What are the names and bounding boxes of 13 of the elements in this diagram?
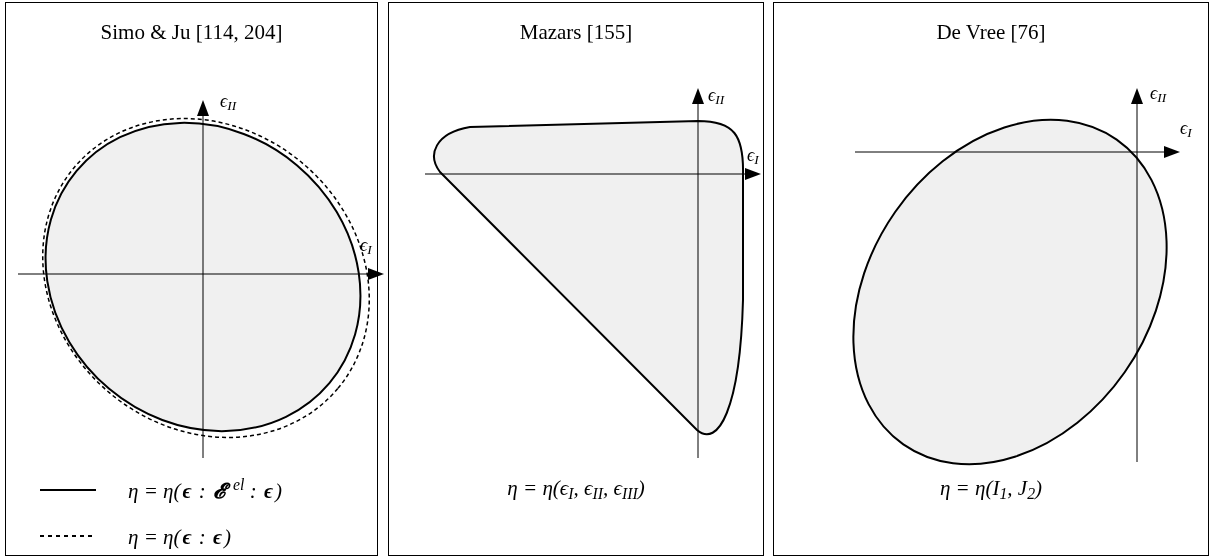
formula: η = η(ϵ$_{I}$, ϵ$_{II}$, ϵ$_{III}$) <box>507 475 645 504</box>
axis-label: ϵ$_{II}$ <box>708 84 725 109</box>
legend-text: η = η(ϵ : ϵ) <box>128 524 232 551</box>
axis-label: ϵ$_{I}$ <box>747 144 759 169</box>
axis-label: ϵ$_{I}$ <box>1180 117 1192 142</box>
panel <box>773 2 1209 556</box>
panel <box>388 2 764 556</box>
legend-text: η = η(ϵ : 𝓔$^{el}$ : ϵ) <box>128 476 282 505</box>
axis-label: ϵ$_{II}$ <box>220 90 237 115</box>
panel <box>5 2 378 556</box>
axis-label: ϵ$_{I}$ <box>360 234 372 259</box>
formula: η = η(I$_{1}$, J$_{2}$) <box>939 475 1043 504</box>
axis-label: ϵ$_{II}$ <box>1150 82 1167 107</box>
